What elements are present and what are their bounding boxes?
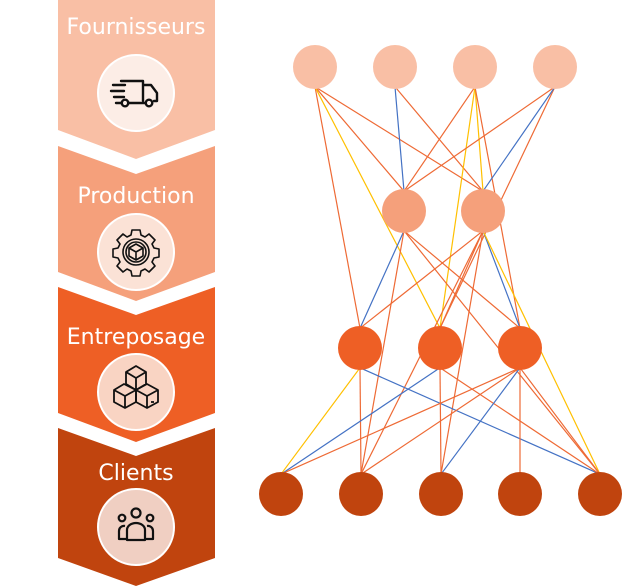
edge-S4-P1 bbox=[403, 86, 556, 192]
edge-S4-P2 bbox=[482, 86, 556, 192]
icon-circle bbox=[97, 488, 175, 566]
edge-P1-W1 bbox=[359, 230, 405, 329]
gear-box-icon bbox=[112, 229, 160, 277]
edge-P2-W2 bbox=[439, 230, 484, 329]
edge-P1-C2 bbox=[360, 230, 405, 475]
node-S2 bbox=[373, 45, 417, 89]
edge-W3-C3 bbox=[440, 367, 521, 475]
edge-S2-P1 bbox=[394, 86, 405, 192]
node-C2 bbox=[339, 472, 383, 516]
node-C4 bbox=[498, 472, 542, 516]
stage-label: Entreposage bbox=[67, 325, 205, 350]
stage-label: Fournisseurs bbox=[67, 15, 206, 40]
node-C5 bbox=[578, 472, 622, 516]
stacked-boxes-icon bbox=[113, 365, 159, 409]
stage-label: Production bbox=[77, 184, 194, 209]
stage-label: Clients bbox=[98, 461, 173, 486]
edge-W3-C1 bbox=[280, 367, 521, 475]
edge-P2-W3 bbox=[482, 230, 521, 329]
icon-circle bbox=[97, 54, 175, 132]
stage-fournisseurs: Fournisseurs bbox=[58, 0, 215, 159]
edge-W3-C2 bbox=[360, 367, 521, 475]
node-W3 bbox=[498, 326, 542, 370]
edge-W1-C1 bbox=[280, 367, 361, 475]
edge-W3-C5 bbox=[519, 367, 601, 475]
stage-production: Production bbox=[58, 146, 215, 301]
users-group-icon bbox=[117, 507, 155, 542]
stage-clients: Clients bbox=[58, 428, 215, 586]
node-S4 bbox=[533, 45, 577, 89]
network-nodes bbox=[259, 45, 622, 516]
node-S3 bbox=[453, 45, 497, 89]
node-W2 bbox=[418, 326, 462, 370]
node-C1 bbox=[259, 472, 303, 516]
edge-P2-W1 bbox=[359, 230, 484, 329]
edge-P2-C3 bbox=[440, 230, 484, 475]
node-S1 bbox=[293, 45, 337, 89]
network-edges bbox=[280, 86, 601, 475]
node-C3 bbox=[419, 472, 463, 516]
edge-S3-W2 bbox=[439, 86, 476, 329]
node-P2 bbox=[461, 189, 505, 233]
delivery-truck-icon bbox=[109, 79, 159, 108]
stage-entreposage: Entreposage bbox=[58, 287, 215, 442]
node-P1 bbox=[382, 189, 426, 233]
edge-S1-P1 bbox=[314, 86, 405, 192]
edge-S1-W1 bbox=[314, 86, 361, 329]
node-W1 bbox=[338, 326, 382, 370]
edge-W2-C1 bbox=[280, 367, 441, 475]
edge-S3-P1 bbox=[403, 86, 476, 192]
edge-S1-W2 bbox=[314, 86, 441, 329]
